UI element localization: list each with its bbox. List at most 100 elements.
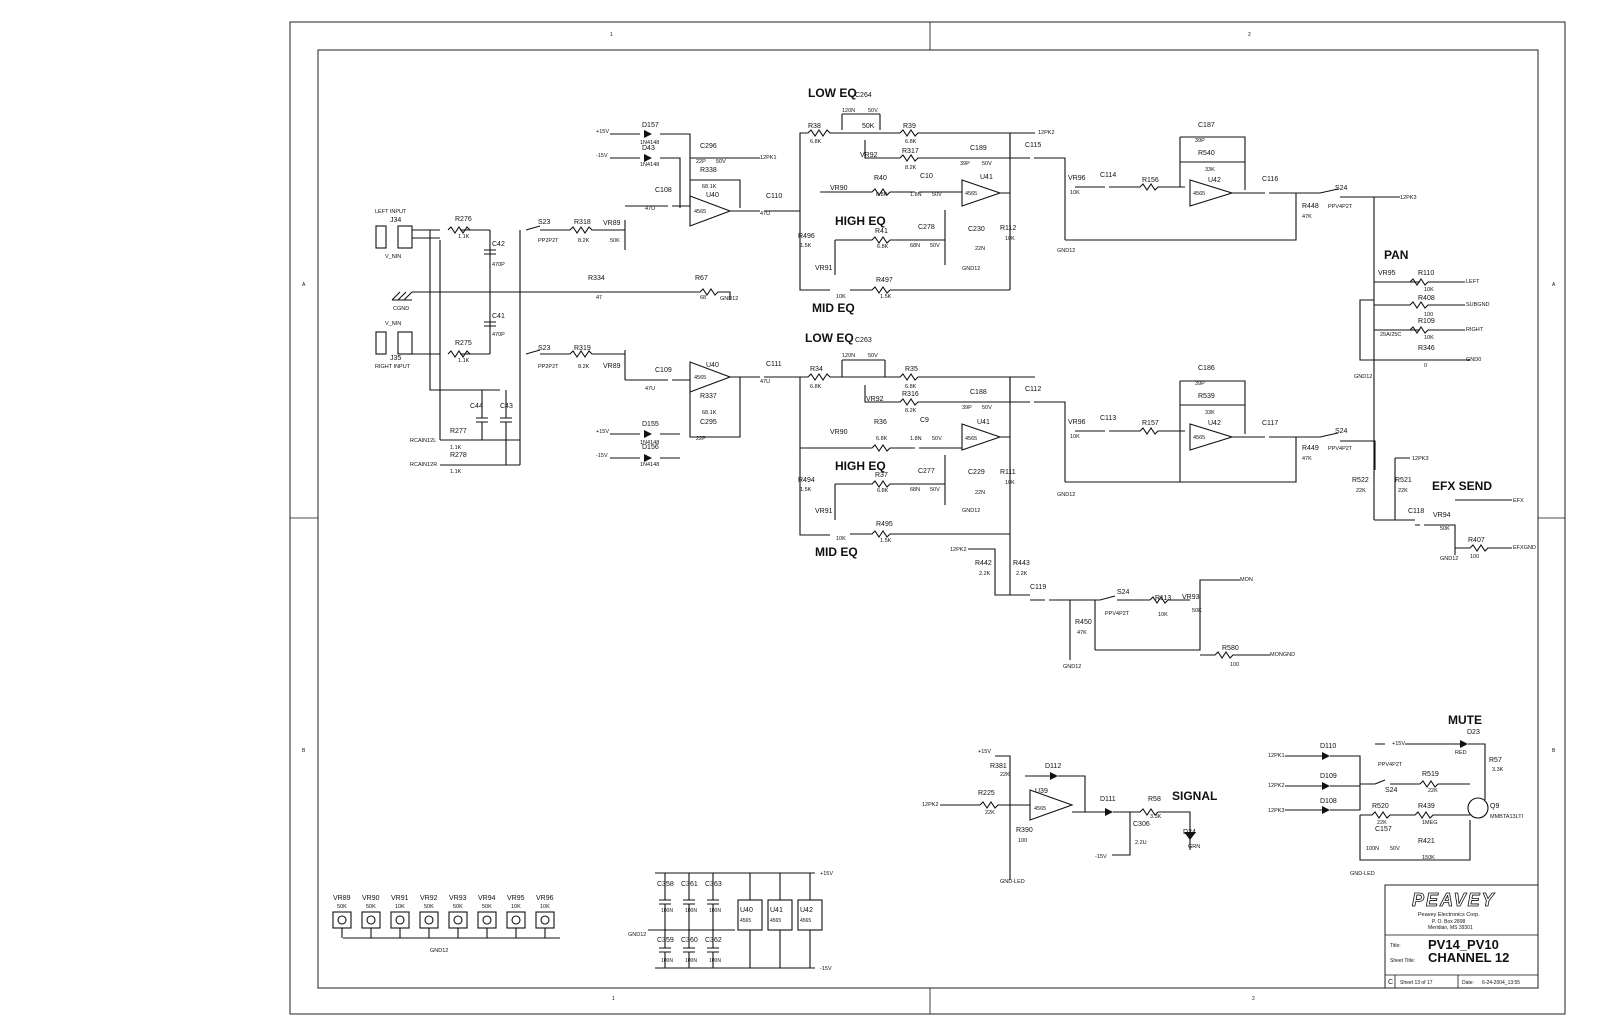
- ic-name: U42: [800, 907, 813, 914]
- pot-vr96: VR96 10K: [535, 895, 555, 938]
- pot-value: 10K: [540, 904, 550, 910]
- r38: R38: [808, 123, 821, 130]
- pot-body: [332, 911, 352, 929]
- d156: D156: [642, 444, 659, 451]
- c277: C277: [918, 468, 935, 475]
- svg-text:GND12: GND12: [1057, 492, 1075, 498]
- svg-text:50K: 50K: [610, 238, 620, 244]
- c189: C189: [970, 145, 987, 152]
- j35-label: J35: [390, 355, 401, 362]
- svg-text:6.8K: 6.8K: [876, 436, 888, 442]
- d109: D109: [1320, 773, 1337, 780]
- vr96: VR96: [1068, 175, 1086, 182]
- pot-name: VR91: [391, 895, 409, 902]
- u40: U40: [706, 192, 719, 199]
- svg-text:50K: 50K: [1440, 526, 1450, 532]
- svg-text:GND-LED: GND-LED: [1350, 871, 1375, 877]
- cgnd-label: CGND: [393, 306, 409, 312]
- r521: R521: [1395, 477, 1412, 484]
- svg-text:-15V: -15V: [1095, 854, 1107, 860]
- svg-text:+15V: +15V: [978, 749, 991, 755]
- pot-name: VR96: [536, 895, 554, 902]
- zone-top-2: 2: [1248, 32, 1251, 38]
- pot-body: [477, 911, 497, 929]
- ic-body: [767, 899, 793, 931]
- sheet-date: 6-24-2004_13:55: [1482, 980, 1520, 986]
- r439: R439: [1418, 803, 1435, 810]
- r113: R113: [1155, 595, 1171, 602]
- peavey-logo: PEAVEY: [1412, 890, 1496, 910]
- svg-text:GND12: GND12: [1354, 374, 1372, 380]
- svg-text:10K: 10K: [1158, 612, 1168, 618]
- c114: C114: [1100, 172, 1116, 179]
- vr91b: VR91: [815, 508, 833, 515]
- v-nin-2: V_NIN: [385, 321, 401, 327]
- pot-value: 50K: [482, 904, 492, 910]
- efx-send-title: EFX SEND: [1432, 479, 1492, 493]
- svg-text:120N: 120N: [842, 353, 855, 359]
- d155: D155: [642, 421, 659, 428]
- svg-text:8.2K: 8.2K: [578, 238, 590, 244]
- pot-value: 50K: [366, 904, 376, 910]
- svg-text:PP2P2T: PP2P2T: [538, 238, 559, 244]
- r540: R540: [1198, 150, 1215, 157]
- svg-text:1N4148: 1N4148: [640, 440, 659, 446]
- schematic-title: PV14_PV10: [1428, 937, 1499, 952]
- ic-body: [737, 899, 763, 931]
- svg-text:100: 100: [1424, 312, 1433, 318]
- vr95: VR95: [1378, 270, 1396, 277]
- svg-text:Title:: Title:: [1390, 943, 1401, 949]
- r57: R57: [1489, 757, 1502, 764]
- r421: R421: [1418, 838, 1435, 845]
- r449: R449: [1302, 445, 1319, 452]
- c115: C115: [1025, 142, 1041, 149]
- svg-text:+15V: +15V: [820, 871, 833, 877]
- r109: R109: [1418, 318, 1435, 325]
- c110: C110: [766, 193, 782, 200]
- r539: R539: [1198, 393, 1215, 400]
- c278: C278: [918, 224, 935, 231]
- zone-left-a: A: [302, 282, 306, 288]
- svg-text:P. O. Box 2898: P. O. Box 2898: [1432, 919, 1465, 925]
- svg-text:10K: 10K: [1070, 434, 1080, 440]
- c188: C188: [970, 389, 987, 396]
- c306: C306: [1133, 821, 1150, 828]
- svg-text:12PK2: 12PK2: [950, 547, 967, 553]
- c186: C186: [1198, 365, 1215, 372]
- pot-knob-icon: [511, 915, 521, 925]
- svg-text:25A/25C: 25A/25C: [1380, 332, 1401, 338]
- svg-text:22N: 22N: [975, 490, 985, 496]
- zone-right-a: A: [1552, 282, 1556, 288]
- svg-text:4565: 4565: [965, 191, 977, 197]
- svg-text:GND12: GND12: [1057, 248, 1075, 254]
- svg-text:10K: 10K: [836, 294, 846, 300]
- vr93: VR93: [1182, 594, 1200, 601]
- d110: D110: [1320, 743, 1336, 750]
- svg-text:1.8N: 1.8N: [910, 192, 922, 198]
- svg-text:120N: 120N: [842, 108, 855, 114]
- svg-text:39P: 39P: [1195, 381, 1205, 387]
- c112: C112: [1025, 386, 1041, 393]
- svg-text:22K: 22K: [1398, 488, 1408, 494]
- svg-text:50V: 50V: [932, 192, 942, 198]
- efx-section: 12PK3 R522 22K R521 22K EFX SEND C118 VR…: [1352, 456, 1536, 562]
- svg-text:22P: 22P: [696, 159, 706, 165]
- pot-body: [448, 911, 468, 929]
- s24c: S24: [1117, 589, 1130, 596]
- svg-text:GND12: GND12: [962, 266, 980, 272]
- r408: R408: [1418, 295, 1435, 302]
- svg-text:PPV4P2T: PPV4P2T: [1328, 446, 1353, 452]
- pot-body: [506, 911, 526, 929]
- svg-text:SUBGND: SUBGND: [1466, 302, 1490, 308]
- svg-text:50V: 50V: [868, 108, 878, 114]
- pan-section: PAN VR95 R110 10K LEFT R408 100 SUBGND R…: [1354, 197, 1490, 520]
- svg-text:PPV4P2T: PPV4P2T: [1328, 204, 1353, 210]
- svg-text:50V: 50V: [716, 159, 726, 165]
